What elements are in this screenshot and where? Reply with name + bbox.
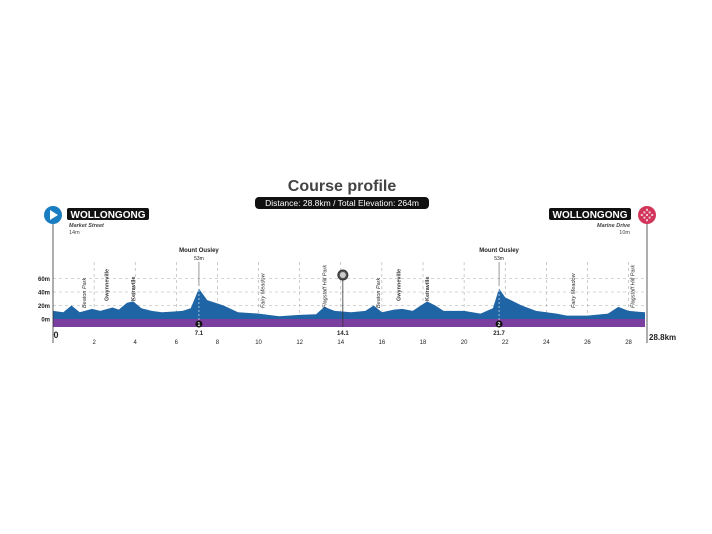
- finish-street: Marine Drive: [597, 223, 630, 229]
- checker-square: [651, 214, 654, 216]
- finish-name: WOLLONGONG: [553, 210, 628, 221]
- climb-elevation: 53m: [194, 256, 204, 262]
- x-tick-label: 0: [53, 330, 58, 340]
- y-tick-label: 60m: [38, 277, 50, 283]
- chart-title: Course profile: [288, 178, 397, 195]
- climb-elevation: 53m: [494, 256, 504, 262]
- place-label: Beaton Park: [376, 277, 382, 308]
- climb-marker-icon: [495, 320, 503, 328]
- place-label: Fairy Meadow: [571, 272, 577, 308]
- place-label: Fairy Meadow: [261, 272, 267, 308]
- y-tick-label: 40m: [38, 291, 50, 297]
- road-band: [53, 319, 645, 327]
- elevation-area: [53, 288, 645, 319]
- x-tick-label: 2: [92, 340, 96, 346]
- climb-name: Mount Ousley: [179, 248, 219, 254]
- x-tick-label: 4: [134, 340, 138, 346]
- place-label: Keiraville: [425, 277, 431, 301]
- x-tick-label: 20: [461, 340, 468, 346]
- climb-name: Mount Ousley: [479, 248, 519, 254]
- y-tick-label: 0m: [41, 318, 50, 324]
- x-end-label: 28.8km: [649, 333, 676, 342]
- x-tick-label: 8: [216, 340, 220, 346]
- place-label: Beaton Park: [82, 277, 88, 308]
- place-label: Flagstaff Hill Park: [631, 265, 637, 308]
- checker-square: [648, 211, 651, 214]
- start-elevation: 14m: [69, 230, 80, 236]
- checker-square: [643, 216, 646, 219]
- checker-square: [646, 219, 648, 222]
- x-tick-label: 12: [296, 340, 303, 346]
- climb-number: 2: [498, 322, 501, 328]
- subtitle-badge: [255, 197, 429, 209]
- climb-number: 1: [198, 322, 201, 328]
- checker-square: [646, 208, 648, 211]
- x-tick-label: 26: [584, 340, 591, 346]
- x-tick-label: 14: [337, 340, 344, 346]
- place-label: Flagstaff Hill Park: [322, 265, 328, 308]
- finish-name-badge: [549, 208, 631, 220]
- lap-km: 14.1: [337, 331, 349, 337]
- play-triangle-icon: [50, 210, 58, 220]
- place-label: Gwynneville: [396, 269, 402, 301]
- checker-square: [643, 211, 646, 214]
- checker-square: [646, 214, 648, 216]
- checker-square: [648, 216, 651, 219]
- start-name: WOLLONGONG: [71, 210, 146, 221]
- start-street: Market Street: [69, 223, 105, 229]
- checkered-flag-inner: [339, 272, 346, 278]
- place-label: Gwynneville: [104, 269, 110, 301]
- climb-km: 21.7: [493, 331, 505, 337]
- place-label: Keiraville: [131, 277, 137, 301]
- x-tick-label: 22: [502, 340, 509, 346]
- finish-elevation: 10m: [619, 230, 630, 236]
- x-tick-label: 24: [543, 340, 550, 346]
- climb-km: 7.1: [195, 331, 204, 337]
- x-tick-label: 28: [625, 340, 632, 346]
- climb-marker-icon: [195, 320, 203, 328]
- checker-square: [640, 214, 643, 216]
- x-tick-label: 18: [420, 340, 427, 346]
- start-name-badge: [67, 208, 149, 220]
- x-tick-label: 10: [255, 340, 262, 346]
- chart-subtitle: Distance: 28.8km / Total Elevation: 264m: [265, 198, 419, 208]
- x-tick-label: 6: [175, 340, 179, 346]
- x-tick-label: 16: [379, 340, 386, 346]
- y-tick-label: 20m: [38, 304, 50, 310]
